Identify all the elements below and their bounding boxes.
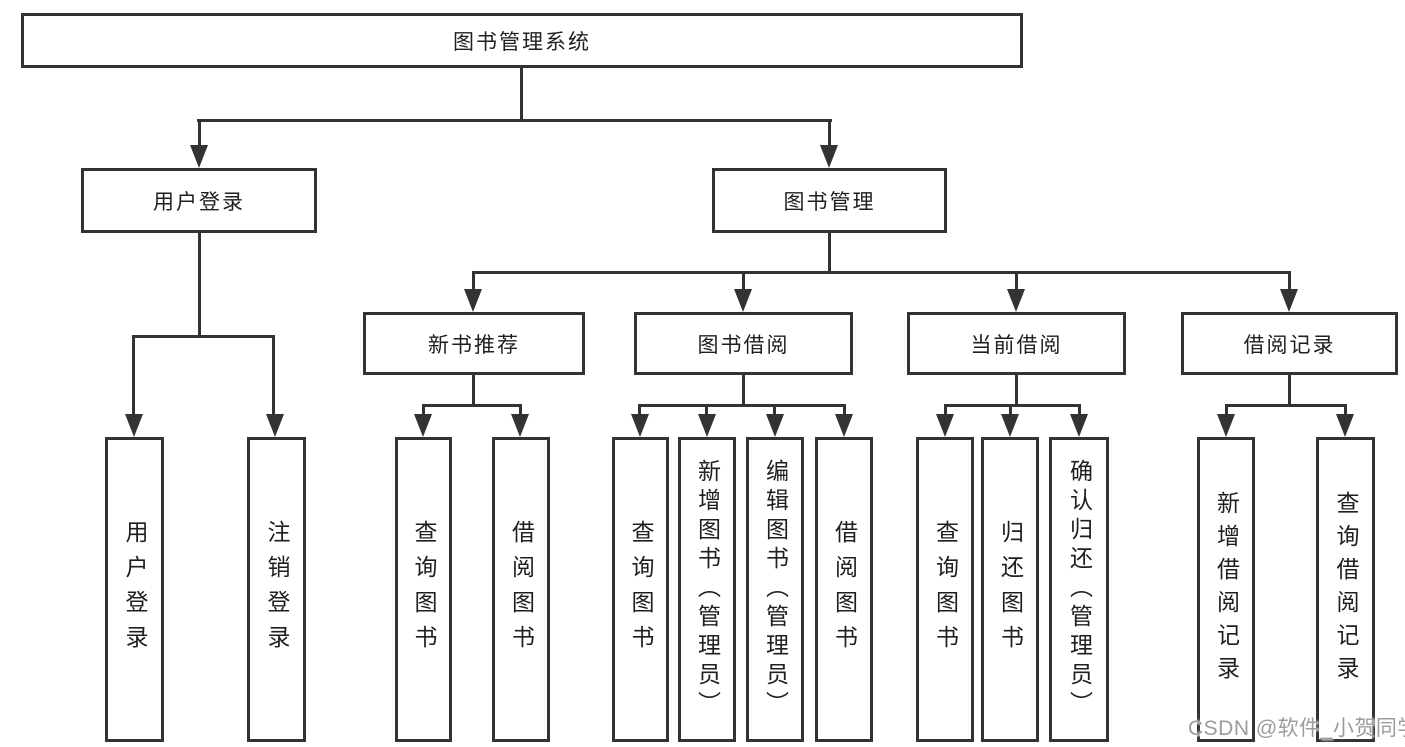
connector-current-borrow-rail [944,404,1080,407]
arrowhead-icon [835,414,853,437]
connector-user-login-stem [198,232,201,338]
leaf-add-borrow-record: 新增借阅记录 [1197,437,1255,742]
arrowhead-icon [698,414,716,437]
connector-arrow-book-management [828,119,831,149]
leaf-user-login: 用户登录 [105,437,164,742]
connector-arrow [1009,404,1012,416]
connector-arrow [519,404,522,416]
arrowhead-current-borrow-icon [1007,289,1025,312]
arrowhead-leaf-logout-icon [266,414,284,437]
leaf-label: 用户登录 [122,519,148,660]
node-book-borrowing: 图书借阅 [634,312,853,375]
connector-book-borrow-stem [742,374,745,407]
connector-arrow-leaf-logout [272,335,275,415]
connector-arrow-borrow-records [1288,271,1291,291]
connector-arrow [1078,404,1081,416]
leaf-label: 借阅图书 [508,519,535,660]
node-new-book-recommendation: 新书推荐 [363,312,585,375]
connector-arrow [843,404,846,416]
node-library-management-system: 图书管理系统 [21,13,1023,68]
arrowhead-icon [1336,414,1354,437]
leaf-label: 查询借阅记录 [1333,490,1359,689]
leaf-label: 查询图书 [411,519,437,660]
arrowhead-user-login-icon [190,145,208,168]
arrowhead-icon [511,414,529,437]
leaf-label: 确认归还（管理员） [1066,459,1093,720]
arrowhead-new-book-icon [464,289,482,312]
leaf-label: 查询图书 [932,519,959,660]
connector-user-login-rail [132,335,275,338]
connector-arrow [944,404,947,416]
connector-current-borrow-stem [1015,374,1018,407]
leaf-label: 新增借阅记录 [1213,490,1240,689]
leaf-newbook-query-books: 查询图书 [395,437,452,742]
leaf-borrow-query-books: 查询图书 [612,437,669,742]
leaf-borrow-books: 借阅图书 [815,437,873,742]
node-book-management: 图书管理 [712,168,947,233]
arrowhead-icon [1001,414,1019,437]
arrowhead-icon [936,414,954,437]
leaf-label: 注销登录 [264,519,290,660]
leaf-confirm-return-admin: 确认归还（管理员） [1049,437,1109,742]
connector-borrow-records-rail [1225,404,1346,407]
leaf-edit-books-admin: 编辑图书（管理员） [746,437,804,742]
connector-arrow [422,404,425,416]
leaf-label: 编辑图书（管理员） [762,459,789,720]
arrowhead-borrow-records-icon [1280,289,1298,312]
connector-arrow-book-borrow [742,271,745,291]
leaf-newbook-borrow-books: 借阅图书 [492,437,550,742]
connector-new-book-rail [422,404,522,407]
connector-arrow [1344,404,1347,416]
connector-arrow [638,404,641,416]
connector-book-borrow-rail [638,404,846,407]
arrowhead-icon [1217,414,1235,437]
leaf-logout-login: 注销登录 [247,437,306,742]
connector-arrow [1225,404,1228,416]
arrowhead-icon [631,414,649,437]
csdn-watermark: CSDN @软件_小贺同学 [1188,717,1405,740]
connector-level3-rail [472,271,1291,274]
node-user-login: 用户登录 [81,168,317,233]
arrowhead-book-borrow-icon [734,289,752,312]
connector-root-stem [520,67,523,120]
arrowhead-icon [1070,414,1088,437]
leaf-label: 归还图书 [997,519,1024,660]
leaf-add-books-admin: 新增图书（管理员） [678,437,736,742]
connector-arrow-user-login [198,119,201,149]
arrowhead-icon [414,414,432,437]
node-borrowing-records: 借阅记录 [1181,312,1398,375]
leaf-label: 查询图书 [628,519,654,660]
connector-borrow-records-stem [1288,374,1291,407]
connector-level1-rail [197,119,832,122]
connector-arrow [773,404,776,416]
arrowhead-book-management-icon [820,145,838,168]
connector-arrow [705,404,708,416]
node-current-borrowing: 当前借阅 [907,312,1126,375]
connector-book-management-stem [828,233,831,273]
connector-arrow-current-borrow [1015,271,1018,291]
arrowhead-icon [766,414,784,437]
leaf-return-books: 归还图书 [981,437,1039,742]
leaf-current-query-books: 查询图书 [916,437,974,742]
connector-new-book-stem [472,374,475,407]
connector-arrow-new-book [472,271,475,291]
leaf-query-borrow-record: 查询借阅记录 [1316,437,1375,742]
leaf-label: 借阅图书 [831,519,858,660]
connector-arrow-leaf-user-login [132,335,135,415]
leaf-label: 新增图书（管理员） [694,459,721,720]
arrowhead-leaf-user-login-icon [125,414,143,437]
